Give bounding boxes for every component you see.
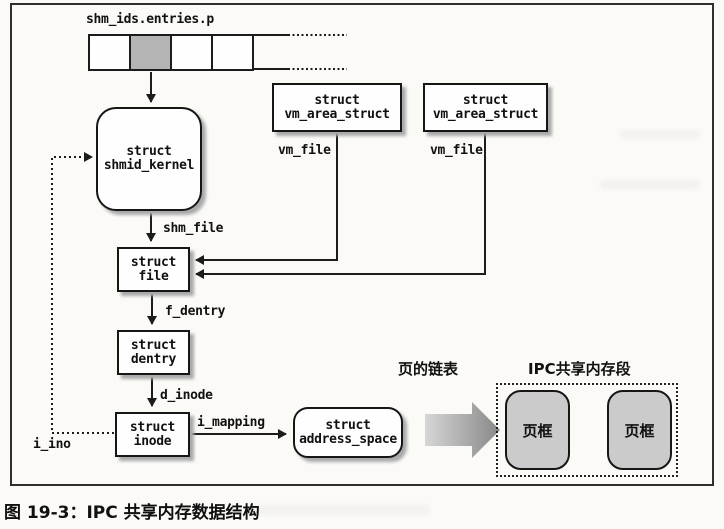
node-keyword: struct (462, 92, 509, 108)
scan-artifact (620, 130, 700, 139)
edge-label-page-list: 页的链表 (398, 360, 459, 378)
edge-label-i-mapping: i_mapping (197, 415, 265, 430)
figure-caption: 图 19-3：IPC 共享内存数据结构 (4, 503, 260, 523)
node-address-space: struct address_space (293, 407, 403, 458)
array-pointer-label: shm_ids.entries.p (86, 12, 214, 27)
page-list-block-arrow (425, 402, 500, 458)
node-vm-area-struct-1: struct vm_area_struct (272, 83, 402, 132)
node-keyword: struct (126, 144, 172, 159)
array-cell (88, 34, 131, 71)
array-cell (170, 34, 213, 71)
page-frame-2: 页框 (607, 390, 672, 470)
edge-vm-file-1-arrow (195, 132, 338, 265)
id-array (88, 34, 254, 71)
ipc-segment-label: IPC共享内存段 (528, 360, 631, 378)
node-keyword: struct (325, 417, 371, 433)
node-title: address_space (299, 431, 397, 447)
node-keyword: struct (314, 92, 360, 108)
node-keyword: struct (130, 337, 177, 353)
page-frame-label: 页框 (522, 421, 553, 440)
edge-label-vm-file-2: vm_file (430, 143, 483, 158)
array-cell (211, 34, 254, 71)
edge-label-d-inode: d_inode (160, 388, 213, 403)
edge-vm-file-2-arrow (195, 130, 486, 279)
scan-artifact (600, 180, 700, 189)
node-title: file (138, 268, 169, 284)
edge-label-i-ino: i_ino (33, 437, 71, 452)
node-keyword: struct (130, 254, 177, 270)
node-shmid-kernel: struct shmid_kernel (96, 107, 202, 211)
node-title: inode (133, 433, 172, 449)
diagram-border (10, 3, 714, 486)
edge-label-shm-file: shm_file (163, 221, 224, 236)
node-title: vm_area_struct (432, 106, 539, 122)
edge-label-f-dentry: f_dentry (165, 304, 226, 319)
node-title: vm_area_struct (284, 106, 390, 122)
page-frame-label: 页框 (624, 421, 655, 440)
node-dentry: struct dentry (117, 330, 190, 375)
scan-artifact (250, 505, 430, 515)
node-inode: struct inode (115, 412, 190, 457)
node-title: dentry (130, 351, 177, 367)
node-file: struct file (117, 247, 190, 292)
node-title: shmid_kernel (103, 158, 195, 173)
node-vm-area-struct-2: struct vm_area_struct (423, 83, 548, 132)
page-frame-1: 页框 (505, 390, 570, 470)
ipc-segment-region (496, 383, 678, 477)
edge-label-vm-file-1: vm_file (278, 143, 331, 158)
node-keyword: struct (129, 419, 176, 435)
array-cell-highlighted (129, 34, 172, 71)
edge-i-ino-dotted-arrow (51, 152, 114, 434)
